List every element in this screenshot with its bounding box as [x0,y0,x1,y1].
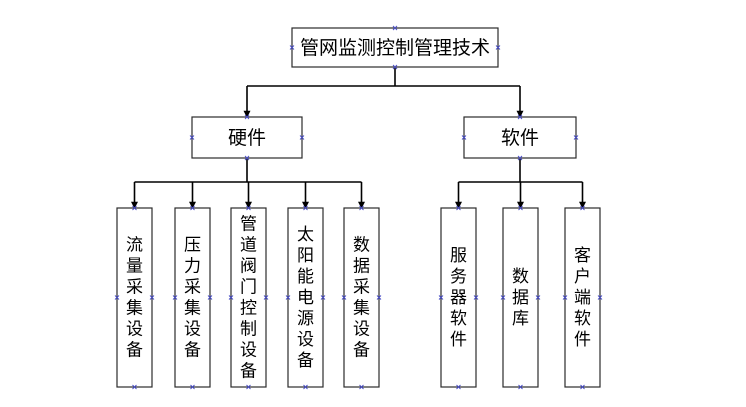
leaf-server[interactable]: 服务器软件 [440,207,477,388]
leaf-pressure-handle-left [172,295,178,300]
leaf-valve-handle-left [228,295,234,300]
root-handle-left [289,45,295,50]
leaf-client[interactable]: 客户端软件 [564,207,601,388]
leaf-pressure-handle-right [207,295,213,300]
leaf-valve-handle-right [263,295,269,300]
leaf-flow-handle-top [132,205,137,211]
connector-lines [131,67,586,209]
leaf-label-pressure: 压力采集设备 [184,236,201,361]
leaf-server-handle-bottom [456,384,461,390]
leaf-client-handle-top [580,205,585,211]
leaf-label-server: 服务器软件 [450,246,467,350]
software-label: 软件 [501,127,539,149]
hardware-handle-left [189,135,195,140]
leaf-label-data-acq: 数据采集设备 [353,236,370,361]
software-handle-right [573,135,579,140]
software-handle-top [517,114,523,120]
leaf-server-handle-left [438,295,444,300]
root-handle-top [392,25,398,31]
leaf-label-solar: 太阳能电源设备 [297,225,314,371]
leaf-nodes: 流量采集设备 压力采集设备 管道阀门控制设备 太阳能电源设备 数据采集设备 服务器软件 数据… [116,207,601,388]
leaf-solar-handle-right [320,295,326,300]
root-node[interactable]: 管网监测控制管理技术 [291,27,499,68]
leaf-data-acq-handle-right [376,295,382,300]
leaf-server-handle-right [473,295,479,300]
selection-handles [114,25,603,390]
leaf-valve-handle-top [246,205,251,211]
leaf-database[interactable]: 数据库 [502,207,539,388]
leaf-database-handle-left [500,295,506,300]
leaf-data-acq-handle-bottom [359,384,364,390]
leaf-server-handle-top [456,205,461,211]
leaf-flow-handle-right [149,295,155,300]
leaf-solar-handle-top [303,205,308,211]
leaf-label-database: 数据库 [512,267,529,329]
hardware-handle-right [299,135,305,140]
hardware-handle-bottom [244,155,250,161]
leaf-pressure-handle-bottom [190,384,195,390]
software-handle-left [461,135,467,140]
leaf-flow[interactable]: 流量采集设备 [116,207,153,388]
root-title: 管网监测控制管理技术 [300,37,490,59]
leaf-pressure-handle-top [190,205,195,211]
software-handle-bottom [517,155,523,161]
leaf-box-server [440,207,477,388]
leaf-solar[interactable]: 太阳能电源设备 [287,207,324,388]
leaf-client-handle-left [562,295,568,300]
leaf-valve-handle-bottom [246,384,251,390]
category-hardware[interactable]: 硬件 [191,116,303,159]
leaf-solar-handle-left [285,295,291,300]
leaf-database-handle-top [518,205,523,211]
hardware-handle-top [244,114,250,120]
leaf-label-client: 客户端软件 [574,246,591,350]
leaf-flow-handle-bottom [132,384,137,390]
leaf-database-handle-bottom [518,384,523,390]
leaf-database-handle-right [535,295,541,300]
leaf-client-handle-right [597,295,603,300]
leaf-client-handle-bottom [580,384,585,390]
leaf-pressure[interactable]: 压力采集设备 [174,207,211,388]
root-handle-right [495,45,501,50]
leaf-label-valve: 管道阀门控制设备 [240,215,257,382]
root-handle-bottom [392,64,398,70]
leaf-data-acq-handle-top [359,205,364,211]
hardware-label: 硬件 [228,127,266,149]
leaf-data-acq[interactable]: 数据采集设备 [343,207,380,388]
leaf-valve[interactable]: 管道阀门控制设备 [230,207,267,388]
leaf-flow-handle-left [114,295,120,300]
leaf-label-flow: 流量采集设备 [126,236,143,361]
category-software[interactable]: 软件 [463,116,577,159]
leaf-solar-handle-bottom [303,384,308,390]
leaf-data-acq-handle-left [341,295,347,300]
